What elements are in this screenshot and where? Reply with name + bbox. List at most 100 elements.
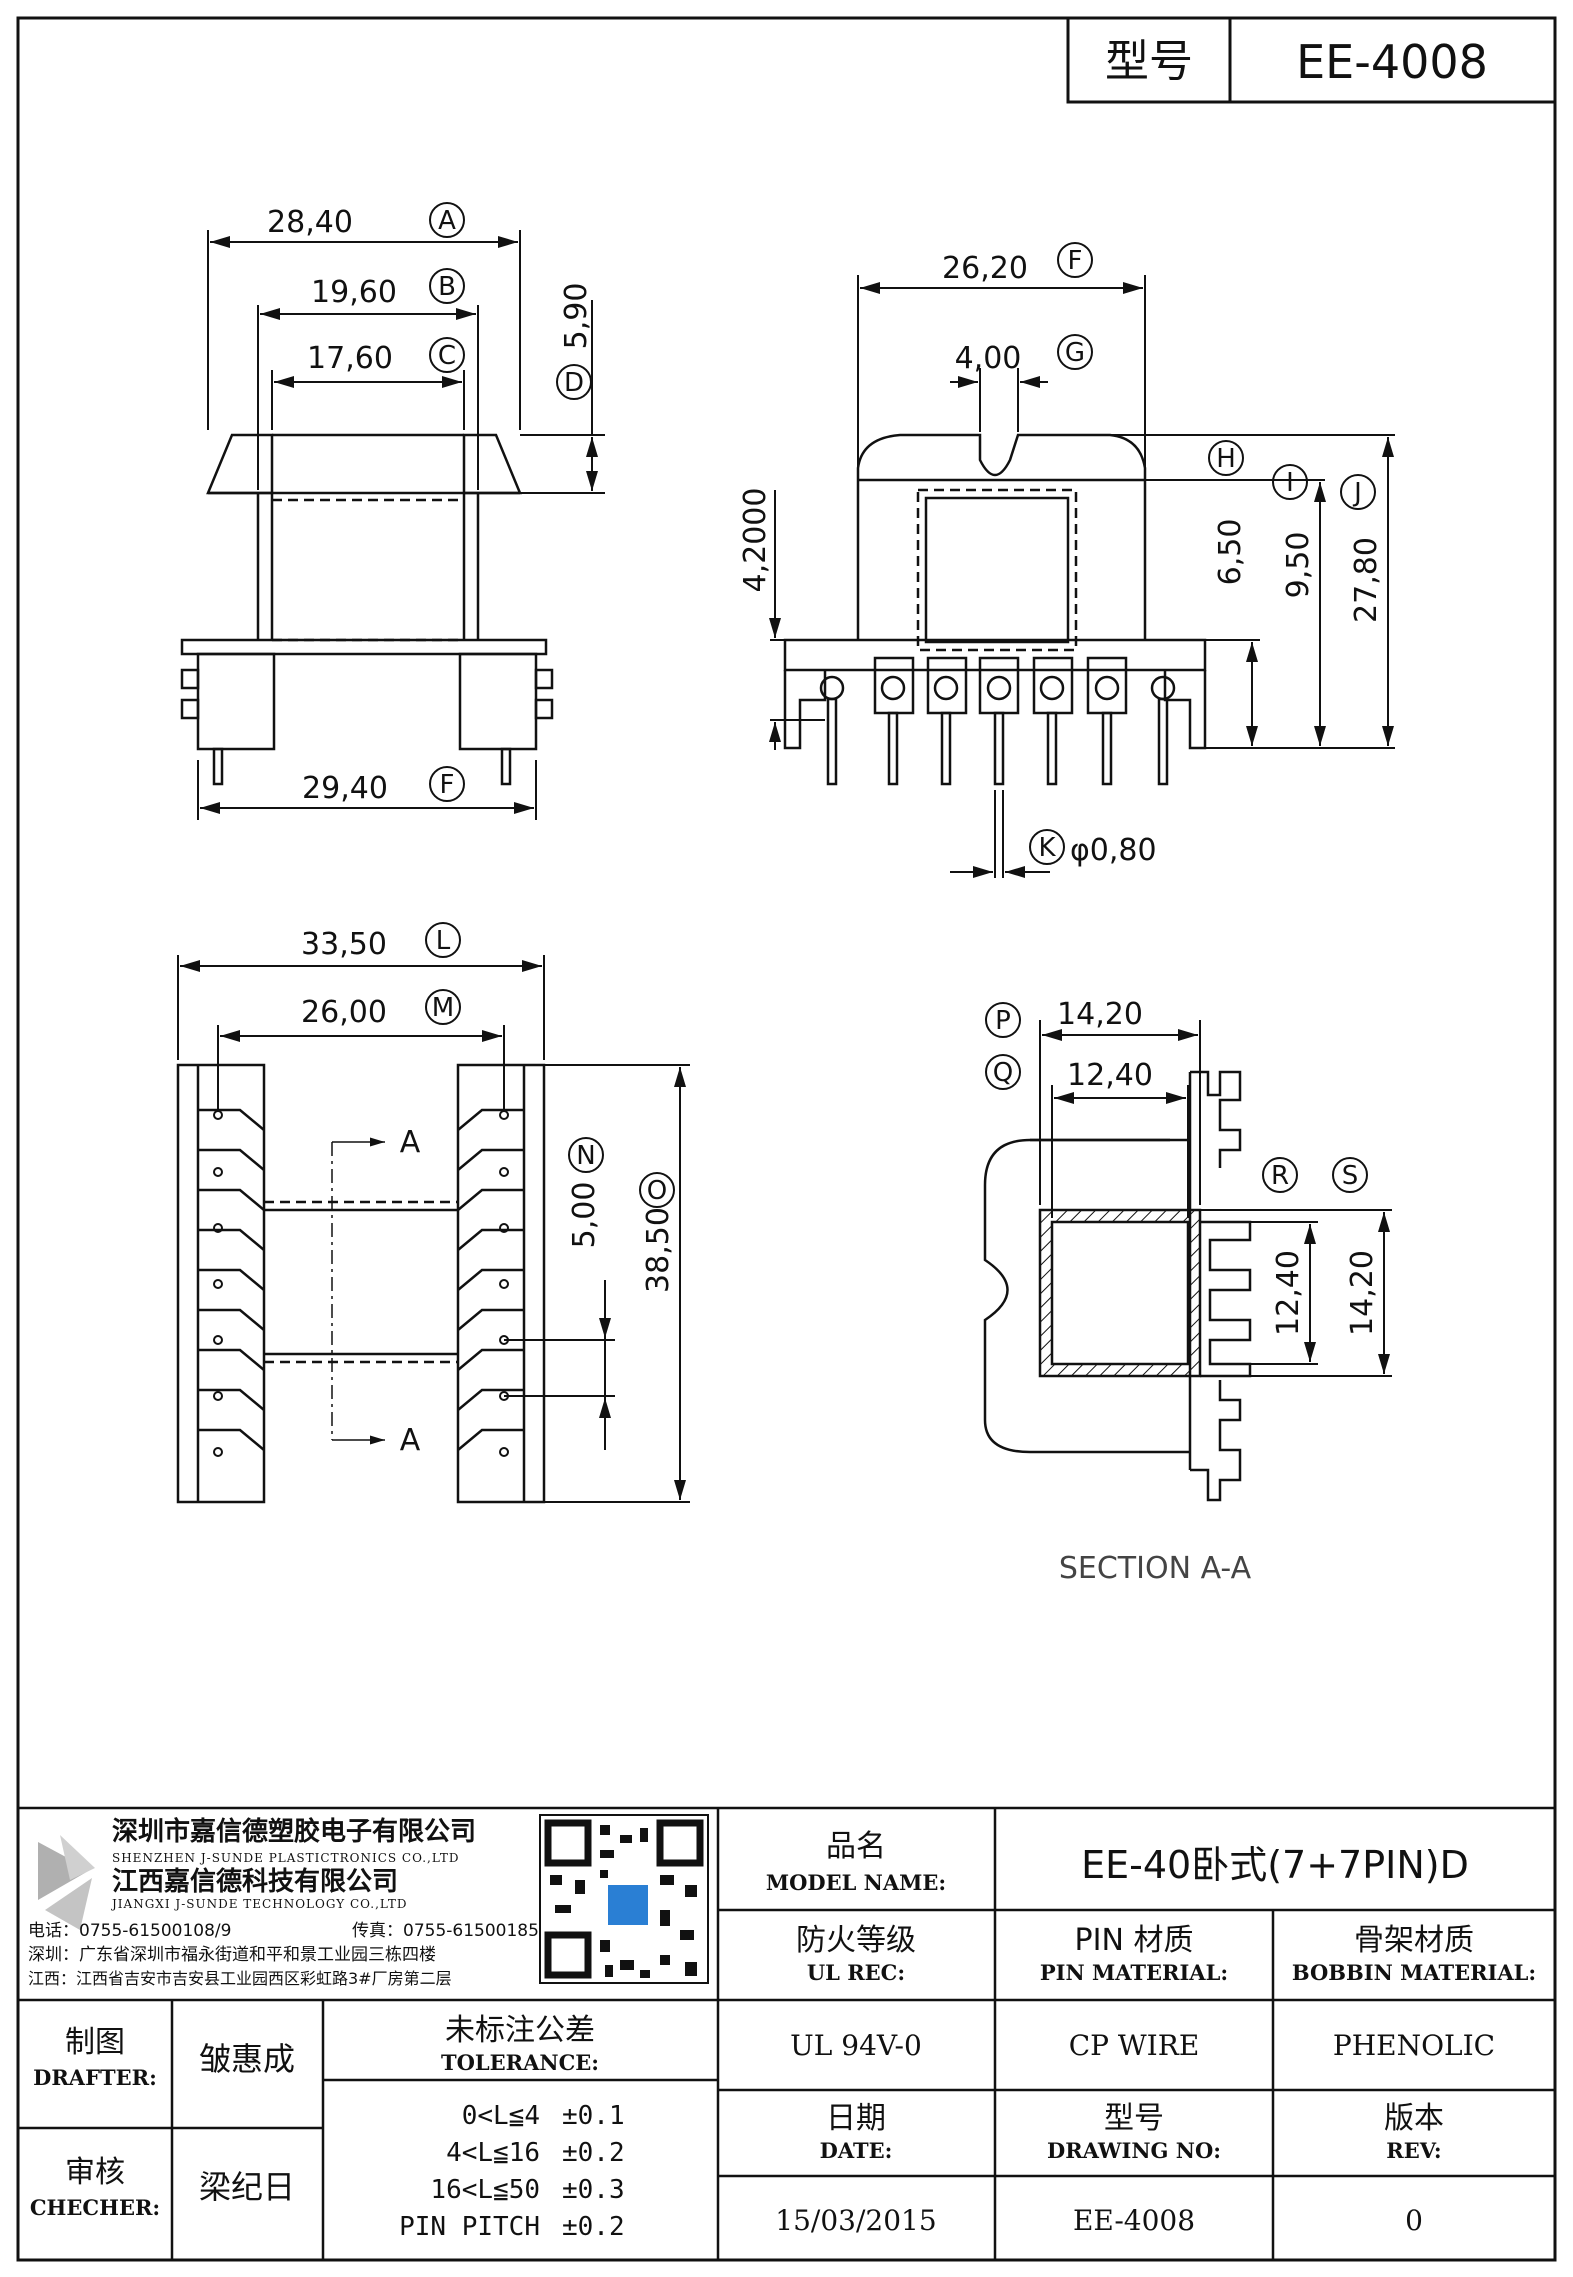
pin-value: CP WIRE: [1069, 2029, 1200, 2062]
callout-r-letter: R: [1271, 1161, 1289, 1191]
side-view-labels: 26,20 F 4,00 G 4,2000 H 6,50 I 9,50 27,8…: [738, 242, 1384, 868]
callout-p-circle: [985, 1002, 1021, 1038]
checker-cn: 审核: [65, 2155, 125, 2190]
front-view: [180, 433, 554, 786]
tolerance-en: TOLERANCE:: [441, 2050, 599, 2075]
dim-j-value: 27,80: [1349, 537, 1384, 623]
callout-i-circle: [1272, 464, 1308, 500]
drafter-name: 皱惠成: [199, 2040, 295, 2078]
callout-q-circle: [985, 1054, 1021, 1090]
company-en-1: SHENZHEN J-SUNDE PLASTICTRONICS CO.,LTD: [112, 1851, 459, 1865]
header-model-label: 型号: [1105, 36, 1193, 87]
dim-d-value: 5,90: [559, 283, 594, 350]
rev-value: 0: [1405, 2204, 1423, 2237]
section-view-dims: [1039, 1020, 1392, 1377]
callout-r-circle: [1262, 1157, 1298, 1193]
callout-m-letter: M: [432, 993, 454, 1023]
front-view-labels: 28,40 A 19,60 B 17,60 C 5,90 D 29,40 F: [267, 202, 594, 806]
section-mark-top: A: [400, 1125, 421, 1160]
section-mark-bottom: A: [400, 1423, 421, 1458]
dim-c-value: 17,60: [307, 341, 393, 376]
callout-g-circle: [1057, 334, 1093, 370]
dim-i2-value: 9,50: [1281, 532, 1316, 599]
qr-code: [539, 1814, 709, 1984]
callout-k-circle: [1029, 829, 1065, 865]
dim-l-value: 33,50: [301, 927, 387, 962]
sheet-border: [16, 16, 1557, 2262]
callout-p-letter: P: [995, 1006, 1011, 1036]
company-fax: 传真：0755-61500185: [352, 1921, 539, 1941]
bobbin-en: BOBBIN MATERIAL:: [1292, 1960, 1536, 1985]
dim-k-value: φ0,80: [1070, 833, 1157, 868]
dim-r-value: 12,40: [1271, 1250, 1306, 1336]
ul-cn: 防火等级: [796, 1923, 916, 1958]
section-view-labels: P 14,20 Q 12,40 R 12,40 S 14,20 SECTION …: [985, 997, 1380, 1586]
rev-cn: 版本: [1384, 2101, 1444, 2136]
tolerance-value-3: ±0.3: [562, 2175, 625, 2205]
tolerance-value-1: ±0.1: [562, 2101, 625, 2131]
dim-s-value: 14,20: [1345, 1250, 1380, 1336]
callout-n-letter: N: [576, 1141, 595, 1171]
company-addr-jx: 江西：江西省吉安市吉安县工业园西区彩虹路3#厂房第二层: [28, 1969, 452, 1988]
dim-g-value: 4,00: [955, 341, 1022, 376]
company-logo: [38, 1835, 95, 1930]
callout-j-letter: J: [1352, 478, 1362, 508]
bobbin-value: PHENOLIC: [1333, 2029, 1495, 2062]
callout-c-circle: [429, 337, 465, 373]
bobbin-cn: 骨架材质: [1354, 1923, 1474, 1958]
drawing-value: EE-4008: [1073, 2204, 1195, 2237]
dim-p-value: 14,20: [1057, 997, 1143, 1032]
callout-s-circle: [1332, 1157, 1368, 1193]
title-block: [16, 1806, 1557, 2262]
dim-i-value: 6,50: [1213, 519, 1248, 586]
company-cn-2: 江西嘉信德科技有限公司: [112, 1867, 398, 1897]
dim-h-value: 4,2000: [738, 488, 773, 593]
tolerance-range-1: 0<L≦4: [462, 2101, 540, 2131]
callout-d-letter: D: [564, 368, 584, 398]
callout-l-circle: [425, 922, 461, 958]
ul-value: UL 94V-0: [790, 2029, 922, 2062]
callout-i-letter: I: [1286, 468, 1294, 498]
company-tel: 电话：0755-61500108/9: [28, 1921, 231, 1941]
header-model-value: EE-4008: [1296, 35, 1488, 89]
callout-b-letter: B: [438, 272, 456, 302]
side-view: [783, 433, 1207, 786]
company-info: 深圳市嘉信德塑胶电子有限公司 SHENZHEN J-SUNDE PLASTICT…: [28, 1816, 539, 1988]
tolerance-range-4: PIN PITCH: [399, 2212, 540, 2242]
callout-h-letter: H: [1216, 444, 1236, 474]
tolerance-range-2: 4<L≦16: [446, 2138, 540, 2168]
model-name-en: MODEL NAME:: [766, 1870, 946, 1895]
title-block-fields: 品名 MODEL NAME: EE-40卧式(7+7PIN)D 防火等级 UL …: [30, 1829, 1536, 2242]
tolerance-range-3: 16<L≦50: [430, 2175, 540, 2205]
pin-cn: PIN 材质: [1075, 1923, 1194, 1958]
header-model-box: 型号 EE-4008: [1066, 16, 1557, 104]
callout-f-letter: F: [1068, 246, 1083, 276]
dim-n-value: 5,00: [567, 1182, 602, 1249]
callout-d-circle: [556, 364, 592, 400]
callout-a-letter: A: [438, 206, 456, 236]
company-en-2: JIANGXI J-SUNDE TECHNOLOGY CO.,LTD: [110, 1897, 408, 1911]
dim-a-value: 28,40: [267, 205, 353, 240]
date-en: DATE:: [820, 2138, 893, 2163]
company-addr-sz: 深圳：广东省深圳市福永街道和平和景工业园三栋四楼: [28, 1945, 436, 1965]
callout-g-letter: G: [1065, 338, 1085, 368]
callout-e-circle: [429, 766, 465, 802]
callout-b-circle: [429, 268, 465, 304]
dim-q-value: 12,40: [1067, 1058, 1153, 1093]
callout-a-circle: [429, 202, 465, 238]
callout-o-circle: [639, 1172, 675, 1208]
callout-e-letter: F: [440, 770, 455, 800]
tolerance-cn: 未标注公差: [445, 2013, 595, 2048]
callout-n-circle: [568, 1137, 604, 1173]
section-caption: SECTION A-A: [1059, 1551, 1252, 1586]
dim-o-value: 38,50: [641, 1207, 676, 1293]
top-view-dims: [177, 955, 690, 1503]
section-view: [983, 1070, 1252, 1502]
ul-en: UL REC:: [807, 1960, 905, 1985]
drafter-cn: 制图: [65, 2025, 125, 2060]
dim-b-value: 19,60: [311, 275, 397, 310]
callout-f-circle: [1057, 242, 1093, 278]
callout-s-letter: S: [1342, 1161, 1359, 1191]
drawing-cn: 型号: [1104, 2101, 1164, 2136]
